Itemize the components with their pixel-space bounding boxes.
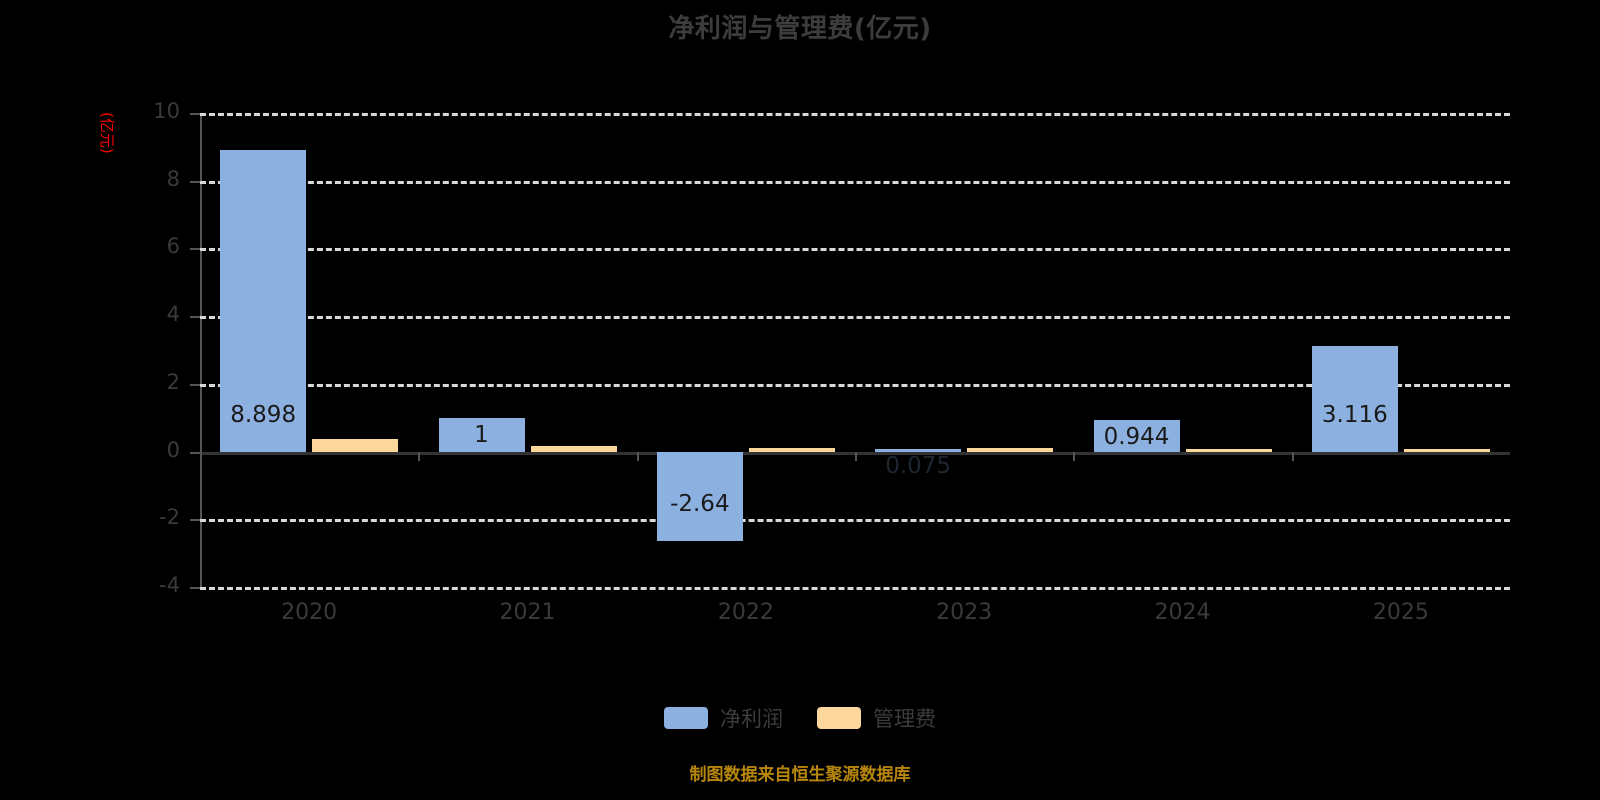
- bar-管理费-2020[interactable]: [312, 438, 399, 452]
- bar-value-label: 0.075: [885, 453, 952, 480]
- bar-value-label: 3.116: [1321, 401, 1388, 428]
- y-tick-label: 0: [166, 437, 180, 462]
- y-tick-label: 6: [166, 234, 180, 259]
- bar-管理费-2021[interactable]: [530, 445, 617, 452]
- bar-value-label: 1: [474, 421, 489, 448]
- x-tick-mark: [855, 451, 857, 461]
- x-tick-mark: [200, 451, 202, 461]
- x-tick-label-2023: 2023: [936, 600, 993, 625]
- bar-净利润-2021[interactable]: [438, 417, 525, 452]
- y-tick-mark: [190, 587, 200, 589]
- bar-value-label: 0.944: [1103, 423, 1170, 450]
- legend-swatch-icon: [817, 707, 861, 729]
- bar-净利润-2020[interactable]: [220, 150, 307, 452]
- y-tick-label: 8: [166, 166, 180, 191]
- bar-净利润-2022[interactable]: [656, 451, 743, 541]
- y-tick-label: -4: [159, 573, 180, 597]
- x-tick-mark: [1291, 451, 1294, 461]
- gridline: [200, 113, 1510, 116]
- gridline: [200, 248, 1510, 252]
- legend-swatch-icon: [664, 707, 708, 729]
- legend-item-净利润[interactable]: 净利润: [664, 703, 783, 733]
- gridline: [200, 316, 1510, 320]
- gridline: [200, 383, 1510, 387]
- bar-管理费-2025[interactable]: [1403, 448, 1490, 452]
- bar-管理费-2024[interactable]: [1185, 449, 1272, 452]
- gridline: [200, 180, 1510, 184]
- x-tick-label-2022: 2022: [717, 600, 774, 625]
- bar-净利润-2025[interactable]: [1311, 346, 1398, 452]
- bar-value-label: -2.64: [670, 490, 730, 517]
- y-tick-label: 2: [166, 369, 180, 394]
- bar-管理费-2022[interactable]: [748, 448, 835, 452]
- chart-title: 净利润与管理费(亿元): [668, 14, 932, 44]
- bar-净利润-2024[interactable]: [1093, 419, 1180, 452]
- plot-area: 8.898 1 -2.64 0.075 0.944 3.116: [200, 113, 1510, 590]
- y-tick-mark: [190, 383, 200, 386]
- x-tick-label-2024: 2024: [1154, 600, 1211, 625]
- legend-item-管理费[interactable]: 管理费: [817, 703, 936, 733]
- legend-label: 净利润: [720, 707, 783, 731]
- x-tick-mark: [1073, 451, 1076, 461]
- bar-净利润-2023[interactable]: [875, 449, 962, 452]
- y-tick-mark: [190, 248, 200, 251]
- x-tick-mark: [418, 451, 421, 461]
- y-axis-title: (亿元): [98, 112, 116, 154]
- x-tick-mark: [636, 451, 639, 461]
- x-tick-label-2025: 2025: [1372, 600, 1429, 625]
- gridline: [200, 519, 1510, 523]
- y-tick-mark: [190, 316, 200, 319]
- chart-legend[interactable]: 净利润 管理费: [0, 703, 1600, 733]
- y-tick-mark: [190, 113, 200, 115]
- bar-value-label: 8.898: [230, 401, 297, 428]
- y-tick-mark: [190, 451, 200, 454]
- y-tick-label: 4: [166, 302, 180, 327]
- y-tick-label: -2: [159, 505, 180, 530]
- gridline: [200, 587, 1510, 590]
- y-tick-mark: [190, 180, 200, 183]
- legend-label: 管理费: [873, 707, 936, 731]
- y-tick-mark: [190, 519, 200, 522]
- y-axis-line: [200, 113, 202, 587]
- x-tick-label-2021: 2021: [499, 600, 556, 625]
- y-tick-label: 10: [153, 99, 180, 123]
- x-tick-label-2020: 2020: [281, 600, 338, 625]
- bar-管理费-2023[interactable]: [967, 448, 1054, 452]
- footer-note: 制图数据来自恒生聚源数据库: [689, 765, 911, 785]
